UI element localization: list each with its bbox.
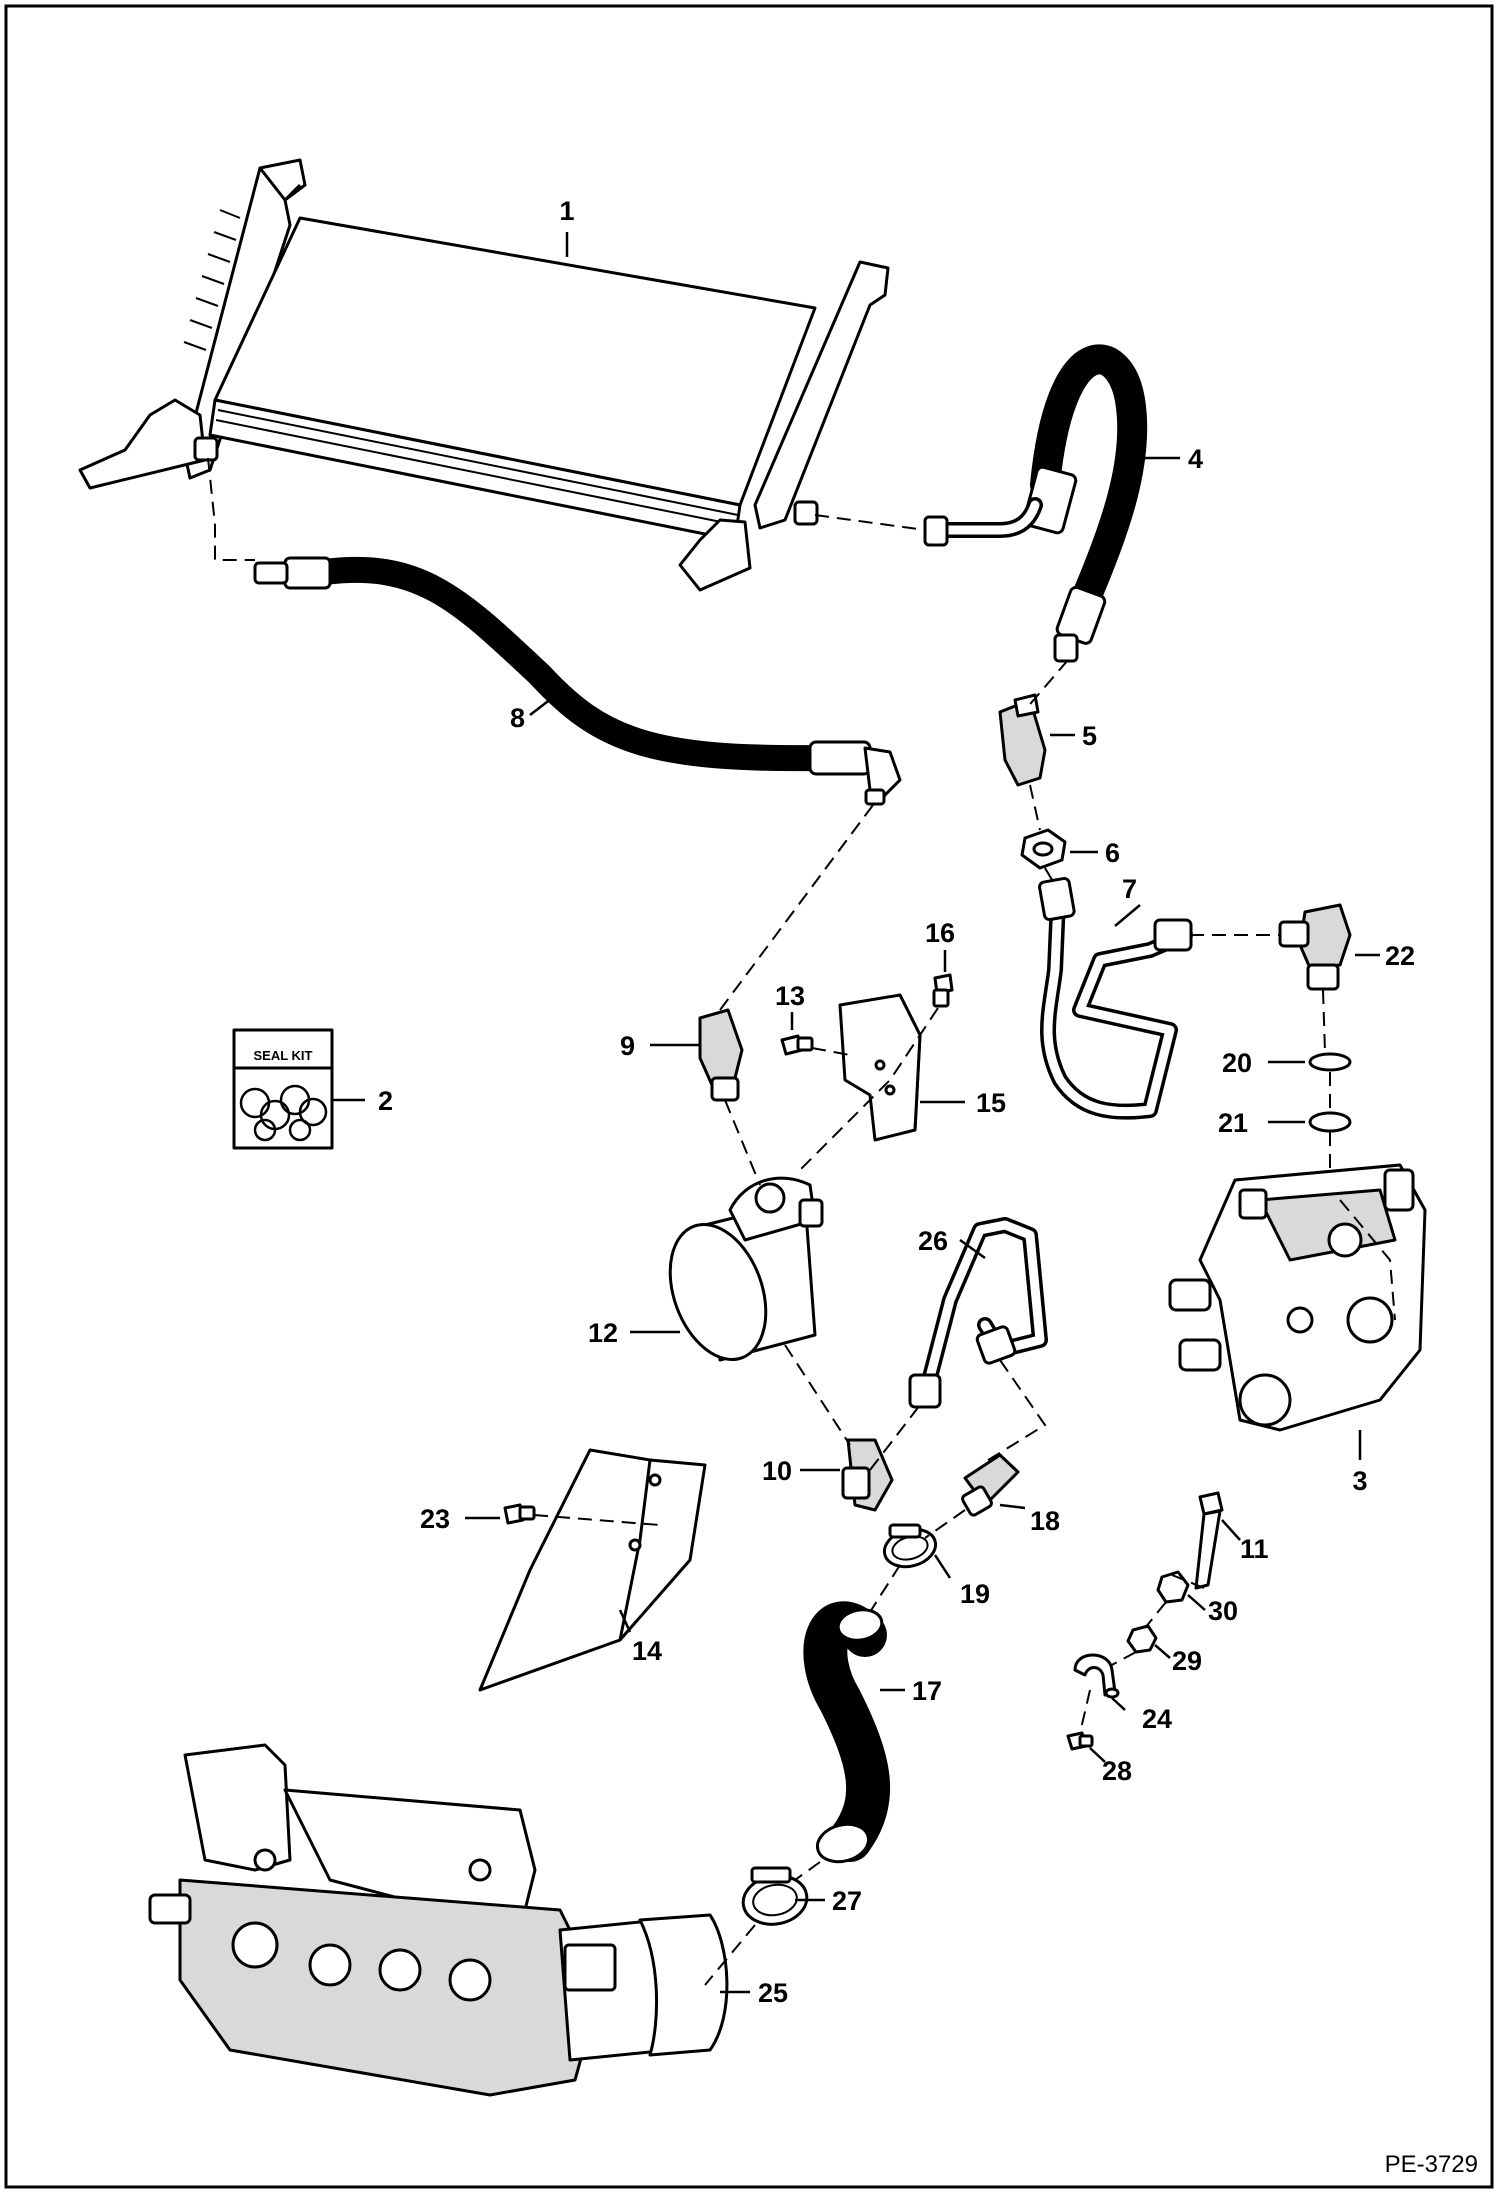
hex-nut-6[interactable] (1020, 828, 1067, 870)
callout-9: 9 (620, 1031, 635, 1061)
callout-2: 2 (378, 1086, 393, 1116)
callout-6: 6 (1105, 838, 1120, 868)
bolt-13[interactable] (780, 1034, 814, 1056)
nut-29[interactable] (1126, 1624, 1158, 1654)
callout-19: 19 (960, 1579, 990, 1609)
callout-1: 1 (559, 196, 574, 226)
fitting-18[interactable] (961, 1453, 1020, 1517)
fitting-10[interactable] (841, 1438, 894, 1512)
hydraulic-hose-8[interactable] (253, 556, 902, 806)
callout-21: 21 (1218, 1108, 1248, 1138)
hydrostatic-pump-25[interactable] (148, 1743, 729, 2097)
p-clamp-24[interactable] (1073, 1653, 1120, 1699)
o-ring-20[interactable] (1308, 1052, 1352, 1072)
hose-clamp-19[interactable] (880, 1523, 940, 1572)
callout-14: 14 (632, 1636, 662, 1666)
callout-29: 29 (1172, 1646, 1202, 1676)
callout-12: 12 (588, 1318, 618, 1348)
callout-7: 7 (1122, 874, 1137, 904)
callout-28: 28 (1102, 1756, 1132, 1786)
callout-16: 16 (925, 918, 955, 948)
callout-11: 11 (1240, 1534, 1269, 1564)
bolt-28[interactable] (1066, 1731, 1094, 1751)
callout-30: 30 (1208, 1596, 1238, 1626)
hose-clamp-27[interactable] (739, 1866, 810, 1929)
callout-20: 20 (1222, 1048, 1252, 1078)
diagram-border (4, 4, 1494, 2189)
reference-code: PE-3729 (1385, 2151, 1478, 2178)
steel-tube-26[interactable] (908, 1217, 1048, 1409)
o-ring-21[interactable] (1308, 1111, 1352, 1133)
shield-plate-14[interactable] (478, 1448, 707, 1692)
callouts: 1 2 3 4 5 6 7 8 9 10 11 12 13 14 15 16 1… (378, 196, 1415, 2008)
elbow-fitting-22[interactable] (1278, 903, 1352, 991)
connection-paths (207, 457, 1396, 1986)
bolt-16[interactable] (932, 973, 954, 1008)
callout-8: 8 (510, 703, 525, 733)
callout-13: 13 (775, 981, 805, 1011)
steel-tube-7[interactable] (1038, 876, 1193, 1120)
callout-4: 4 (1188, 444, 1203, 474)
elbow-fitting-5[interactable] (998, 693, 1047, 787)
callout-15: 15 (976, 1088, 1006, 1118)
leader-lines (332, 232, 1380, 1994)
bolt-11[interactable] (1194, 1491, 1224, 1590)
oil-cooler[interactable] (78, 158, 890, 592)
callout-25: 25 (758, 1978, 788, 2008)
callout-26: 26 (918, 1226, 948, 1256)
elbow-fitting-9[interactable] (698, 1008, 744, 1102)
callout-5: 5 (1082, 721, 1097, 751)
seal-kit-label: SEAL KIT (254, 1048, 313, 1063)
callout-23: 23 (420, 1504, 450, 1534)
callout-24: 24 (1142, 1704, 1172, 1734)
spacer-30[interactable] (1156, 1570, 1190, 1604)
filter-bracket-15[interactable] (838, 993, 922, 1142)
oil-filter-12[interactable] (653, 1176, 824, 1373)
suction-hose-17[interactable] (803, 1601, 891, 1867)
callout-18: 18 (1030, 1506, 1060, 1536)
callout-27: 27 (832, 1886, 862, 1916)
callout-17: 17 (912, 1676, 942, 1706)
callout-22: 22 (1385, 941, 1415, 971)
bolt-23[interactable] (503, 1503, 536, 1525)
callout-10: 10 (762, 1456, 792, 1486)
seal-kit-2[interactable]: SEAL KIT (232, 1028, 334, 1150)
hydraulic-hose-4[interactable] (923, 344, 1148, 663)
control-valve-3[interactable] (1168, 1163, 1427, 1432)
callout-3: 3 (1352, 1466, 1367, 1496)
